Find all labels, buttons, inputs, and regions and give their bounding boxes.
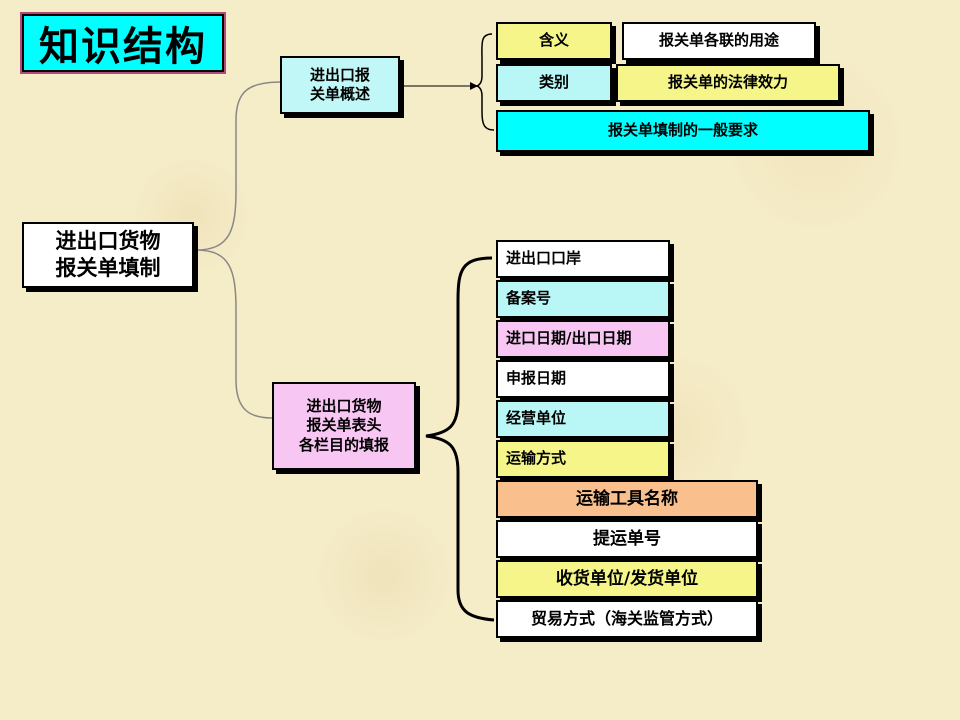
field-declaration-date: 申报日期 [496,360,670,398]
field-operating-unit: 经营单位 [496,400,670,438]
item-category: 类别 [496,64,612,102]
root-node: 进出口货物 报关单填制 [22,222,194,288]
field-vehicle-name: 运输工具名称 [496,480,758,518]
item-legal-effect: 报关单的法律效力 [616,64,840,102]
field-record-no: 备案号 [496,280,670,318]
field-bill-of-lading-no: 提运单号 [496,520,758,558]
field-consignee-shipper: 收货单位/发货单位 [496,560,758,598]
field-import-export-date: 进口日期/出口日期 [496,320,670,358]
item-copy-uses: 报关单各联的用途 [622,22,816,60]
field-port: 进出口口岸 [496,240,670,278]
page-title: 知识结构 [20,12,226,74]
item-general-requirements: 报关单填制的一般要求 [496,110,870,152]
field-transport-mode: 运输方式 [496,440,670,478]
item-meaning: 含义 [496,22,612,60]
field-trade-mode: 贸易方式（海关监管方式） [496,600,758,638]
branch-header-fields: 进出口货物 报关单表头 各栏目的填报 [272,382,416,470]
branch-overview: 进出口报 关单概述 [280,56,400,114]
